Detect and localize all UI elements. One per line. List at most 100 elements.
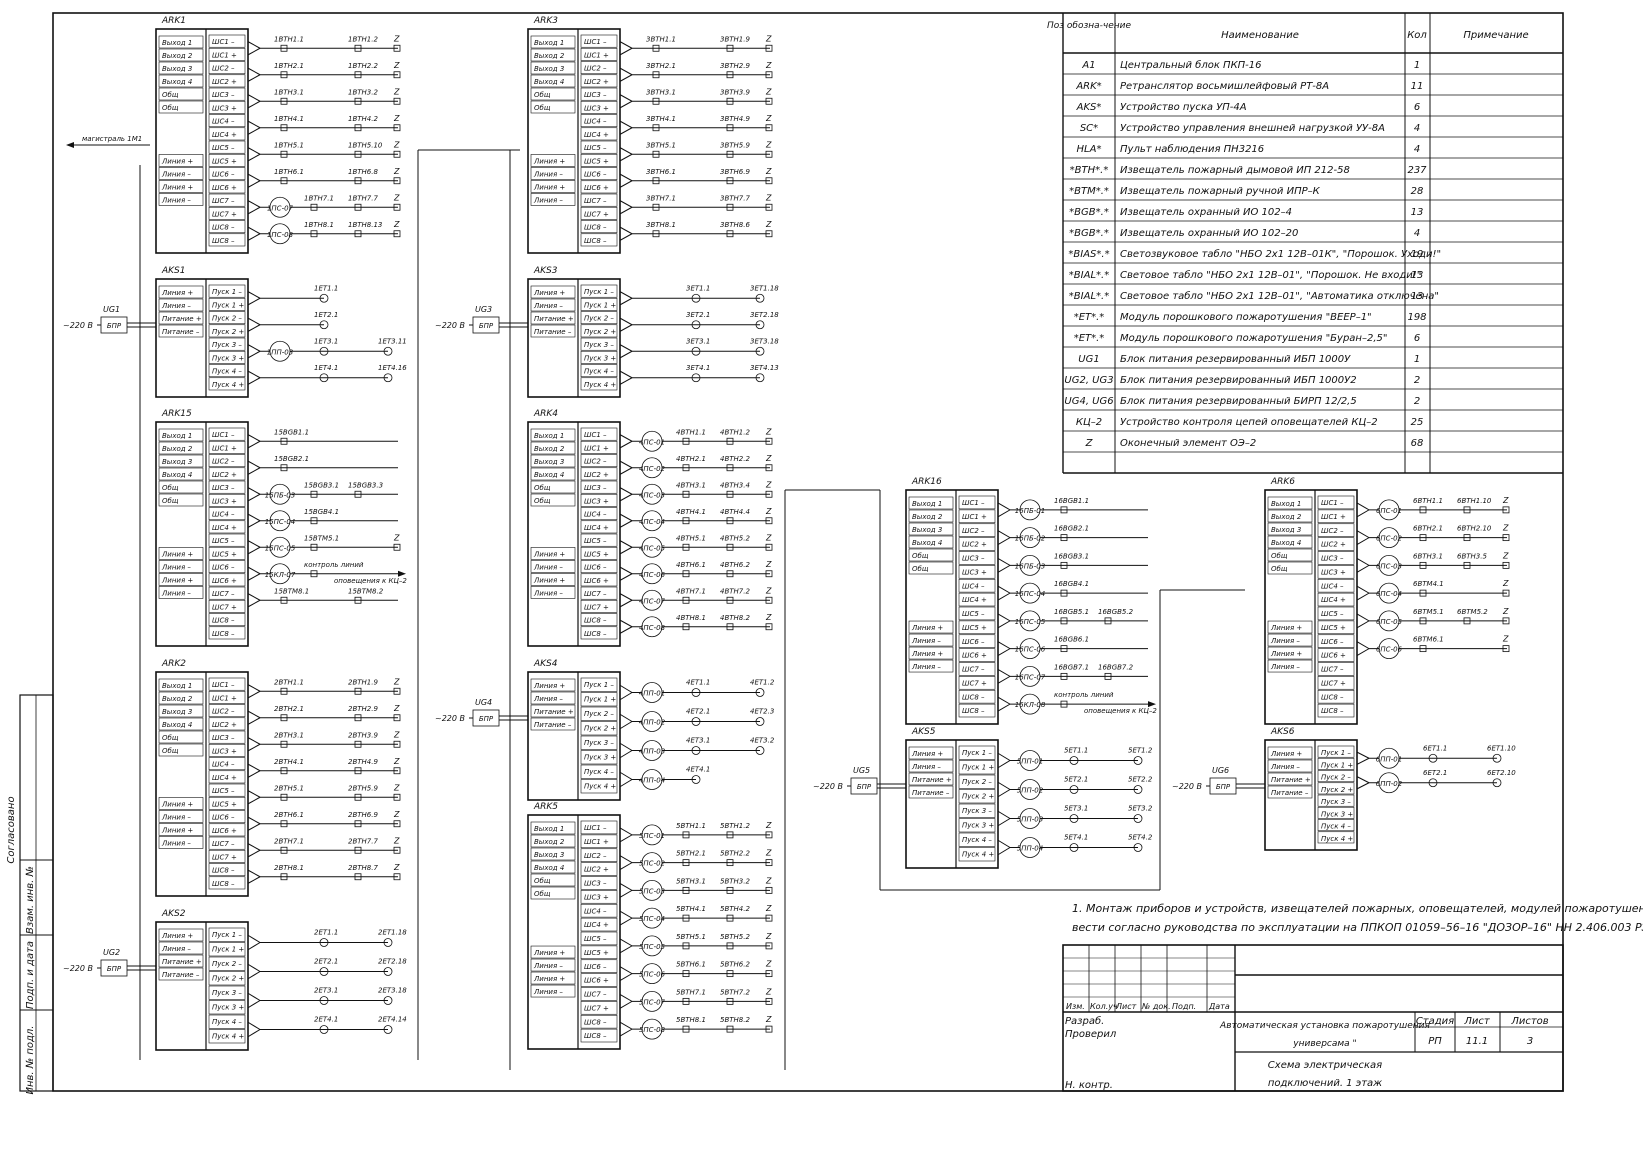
detector-label: 2ВТН7.1 [274, 837, 304, 845]
output-label: Общ [162, 734, 179, 742]
start-wire [1356, 782, 1370, 790]
start-wire [619, 291, 633, 299]
detector [1419, 617, 1427, 625]
detector-label: 6ВТМ4.1 [1413, 580, 1444, 588]
start-wire [247, 1000, 261, 1009]
module-name: 4ЕТ1.2 [750, 679, 775, 687]
loop-label: ШС2 – [584, 458, 607, 466]
line-cell [530, 573, 576, 586]
detector [280, 464, 288, 472]
start-wire [247, 291, 261, 299]
detector-label: 16BGB7.1 [1054, 663, 1089, 671]
loop-label: ШС3 + [962, 568, 987, 576]
start-wire [997, 752, 1011, 761]
module-name: 5ЕТ1.2 [1128, 747, 1153, 755]
loop-cell [208, 546, 246, 560]
loop-wire [619, 593, 633, 601]
loop-label: ШС8 – [212, 867, 235, 875]
module-circle [269, 223, 291, 245]
detector [682, 1025, 690, 1033]
loop-label: ШС4 + [212, 774, 237, 782]
fire-module [755, 717, 765, 726]
start-wire [619, 713, 633, 722]
detector-label: контроль линий [304, 561, 364, 569]
detector-label: 15BGB3.1 [304, 481, 339, 489]
module-circle [641, 852, 663, 874]
module-circle [641, 682, 663, 703]
project-title: Автоматическая установка пожаротушения [1219, 1021, 1430, 1031]
module-label: 6ПС-01 [1376, 507, 1402, 515]
end-element [765, 623, 773, 631]
loop-cell [208, 730, 246, 744]
module-circle [641, 536, 663, 558]
start-wire [247, 971, 261, 980]
loop-wire [619, 74, 633, 82]
output-label: Выход 3 [912, 526, 942, 534]
module-circle [641, 711, 663, 732]
output-cell [158, 493, 204, 507]
line-label: Линия – [533, 196, 563, 204]
loop-cell [208, 599, 246, 613]
loop-cell [208, 480, 246, 494]
outer-frame [52, 12, 1564, 1092]
start-cell [208, 1000, 246, 1015]
detector-label: 15BGB3.3 [348, 481, 383, 489]
line-label: Линия + [161, 183, 193, 191]
loop-wire [247, 763, 261, 772]
output-cell [1267, 548, 1313, 562]
loop-cell [208, 810, 246, 824]
start-label: Пуск 4 – [584, 368, 614, 376]
start-label: Пуск 3 + [212, 1004, 244, 1012]
output-label: Выход 2 [1271, 513, 1302, 521]
detector-label: 1ВТН2.2 [348, 62, 378, 70]
loop-wire [619, 917, 633, 926]
loop-cell [208, 140, 246, 154]
loop-cell [580, 427, 618, 441]
module-label: 4ПП-04 [639, 777, 665, 785]
line-cell [530, 193, 576, 206]
detector [726, 44, 734, 52]
loop-cell [208, 717, 246, 731]
detector [280, 820, 288, 828]
bpr-box [850, 777, 878, 795]
module-name: 6ЕТ1.10 [1487, 744, 1516, 752]
spec-name: Блок питания резервированный ИБП 1000У2 [1120, 375, 1357, 386]
module-label: 4ПП-02 [639, 719, 666, 727]
start-wire [619, 750, 633, 759]
loop-wire [997, 648, 1011, 656]
end-element-label: Z [393, 810, 400, 819]
fire-module [1133, 843, 1143, 852]
detector [354, 687, 362, 695]
loop-wire [619, 910, 633, 919]
loop-wire [619, 487, 633, 495]
loop-label: ШС2 + [962, 541, 987, 549]
side-label: Инв. № подл. [25, 1026, 36, 1095]
module-circle [641, 457, 663, 479]
loop-cell [580, 862, 618, 876]
loop-cell [580, 220, 618, 234]
start-label: Пуск 4 – [1321, 823, 1351, 831]
spec-qty: 11 [1411, 81, 1424, 92]
line-label: Линия – [533, 988, 563, 996]
spec-qty: 4 [1414, 123, 1420, 134]
spec-name: Центральный блок ПКП-16 [1120, 59, 1262, 71]
loop-label: ШС2 – [1321, 527, 1344, 535]
line-cell [530, 180, 576, 193]
line-cell [1267, 772, 1313, 786]
start-label: Пуск 1 – [212, 288, 242, 296]
loop-label: ШС4 – [212, 761, 235, 769]
loop-label: ШС5 – [584, 144, 607, 152]
start-wire [247, 942, 261, 951]
loop-wire [619, 67, 633, 76]
detector [682, 970, 690, 978]
detector [652, 71, 660, 79]
detector [354, 124, 362, 132]
spec-position: *BIAS*.* [1068, 249, 1109, 260]
loop-label: ШС1 + [584, 444, 609, 452]
loop-label: ШС6 – [212, 564, 235, 572]
loop-label: ШС8 – [584, 1032, 607, 1040]
module-name: 3ЕТ2.1 [686, 311, 710, 319]
detector [354, 740, 362, 748]
loop-label: ШС4 + [212, 524, 237, 532]
